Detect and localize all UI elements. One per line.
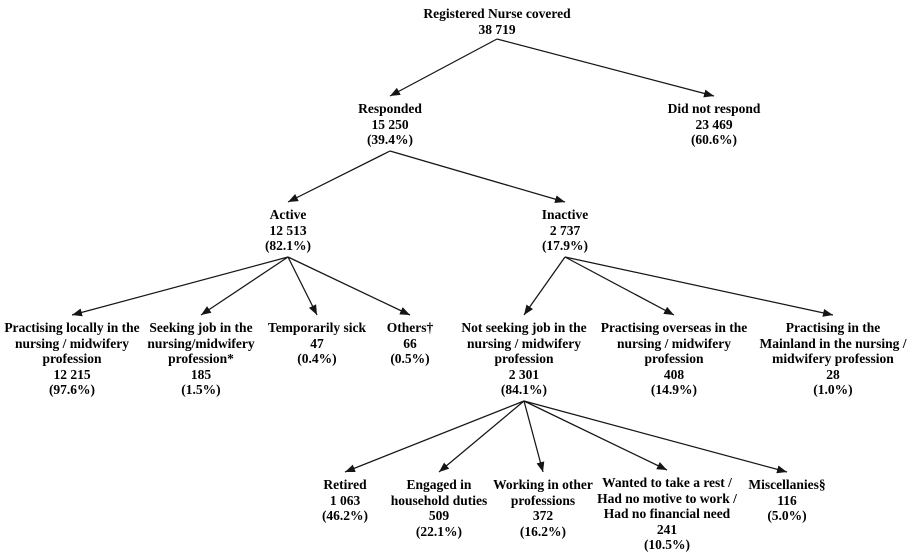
node-percent: (97.6%) — [48, 382, 96, 397]
edge-active-to-temporarily-sick — [287, 256, 318, 316]
node-label: Practising overseas in the nursing / mid… — [600, 320, 748, 366]
node-inactive: Inactive 2 737 (17.9%) — [542, 207, 589, 254]
node-percent: (16.2%) — [519, 523, 567, 539]
node-value: 12 513 — [269, 222, 307, 238]
node-label: Retired — [323, 477, 367, 492]
node-label: Did not respond — [667, 101, 761, 116]
node-percent: (84.1%) — [500, 382, 548, 397]
edge-inactive-to-practising-mainland — [564, 256, 834, 317]
node-retired: Retired 1 063 (46.2%) — [322, 477, 368, 524]
node-label: Seeking job in the nursing/midwifery pro… — [147, 320, 255, 366]
node-value: 509 — [428, 508, 450, 523]
edge-not-seeking-job-to-household-duties — [438, 400, 525, 473]
node-practising-overseas: Practising overseas in the nursing / mid… — [601, 320, 748, 398]
node-percent: (14.9%) — [650, 382, 698, 397]
node-seeking-job: Seeking job in the nursing/midwifery pro… — [147, 320, 254, 398]
node-value: 2 737 — [549, 222, 581, 238]
node-percent: (10.5%) — [643, 537, 691, 552]
node-registered-nurse-covered: Registered Nurse covered 38 719 — [423, 6, 570, 37]
node-percent: (0.4%) — [297, 351, 337, 366]
node-label: Temporarily sick — [267, 320, 367, 335]
node-percent: (82.1%) — [264, 238, 312, 253]
edge-not-seeking-job-to-miscellanies — [523, 400, 788, 474]
node-label: Responded — [358, 101, 422, 116]
node-not-seeking-job: Not seeking job in the nursing / midwife… — [461, 320, 586, 398]
node-miscellanies: Miscellanies§ 116 (5.0%) — [748, 477, 825, 524]
node-household-duties: Engaged in household duties 509 (22.1%) — [391, 477, 487, 539]
edge-root-to-responded — [389, 38, 498, 97]
node-label: Working in other professions — [493, 477, 593, 508]
edge-not-seeking-job-to-wanted-rest — [523, 400, 668, 471]
edge-inactive-to-practising-overseas — [564, 256, 675, 316]
node-label: Not seeking job in the nursing / midwife… — [461, 320, 587, 366]
node-value: 28 — [826, 366, 840, 382]
node-percent: (39.4%) — [366, 132, 414, 147]
node-percent: (1.0%) — [813, 382, 853, 397]
edge-responded-to-inactive — [389, 150, 566, 204]
edge-active-to-others — [287, 256, 411, 316]
edge-inactive-to-not-seeking-job — [523, 256, 566, 316]
node-others: Others† 66 (0.5%) — [387, 320, 434, 367]
node-label: Engaged in household duties — [390, 477, 488, 508]
node-practising-mainland: Practising in the Mainland in the nursin… — [759, 320, 906, 398]
node-value: 66 — [403, 335, 417, 351]
node-label: Others† — [386, 320, 434, 335]
node-value: 2 301 — [508, 366, 540, 382]
edge-not-seeking-job-to-other-professions — [523, 400, 545, 473]
node-percent: (0.5%) — [390, 351, 430, 366]
node-value: 23 469 — [695, 116, 733, 132]
edge-not-seeking-job-to-retired — [344, 400, 525, 473]
node-wanted-rest: Wanted to take a rest / Had no motive to… — [597, 475, 737, 552]
edge-active-to-practising-locally — [71, 256, 289, 317]
node-working-other-professions: Working in other professions 372 (16.2%) — [493, 477, 593, 539]
node-value: 241 — [656, 521, 678, 537]
node-value: 15 250 — [371, 116, 409, 132]
node-percent: (22.1%) — [415, 523, 463, 539]
node-label: Practising in the Mainland in the nursin… — [759, 320, 907, 366]
node-label: Registered Nurse covered — [423, 6, 571, 21]
edge-root-to-did-not-respond — [496, 38, 715, 98]
node-percent: (1.5%) — [181, 382, 221, 397]
node-label: Wanted to take a rest / Had no motive to… — [597, 475, 737, 521]
node-value: 47 — [310, 335, 324, 351]
node-label: Miscellanies§ — [748, 477, 826, 492]
node-value: 12 215 — [53, 366, 91, 382]
edge-responded-to-active — [287, 150, 391, 203]
node-value: 185 — [190, 366, 212, 382]
node-active: Active 12 513 (82.1%) — [265, 207, 311, 254]
node-label: Inactive — [541, 207, 589, 222]
node-did-not-respond: Did not respond 23 469 (60.6%) — [668, 101, 761, 148]
node-label: Active — [269, 207, 307, 222]
node-percent: (60.6%) — [690, 132, 738, 147]
edge-active-to-seeking-job — [200, 256, 289, 316]
node-practising-locally: Practising locally in the nursing / midw… — [4, 320, 139, 398]
node-value: 116 — [777, 492, 797, 508]
node-label: Practising locally in the nursing / midw… — [4, 320, 140, 366]
node-percent: (5.0%) — [767, 508, 807, 523]
node-responded: Responded 15 250 (39.4%) — [358, 101, 422, 148]
node-value: 1 063 — [329, 492, 361, 508]
node-percent: (17.9%) — [541, 238, 589, 253]
node-value: 38 719 — [478, 21, 516, 37]
node-value: 408 — [663, 366, 685, 382]
node-value: 372 — [532, 508, 554, 523]
node-percent: (46.2%) — [321, 508, 369, 523]
node-temporarily-sick: Temporarily sick 47 (0.4%) — [268, 320, 366, 367]
